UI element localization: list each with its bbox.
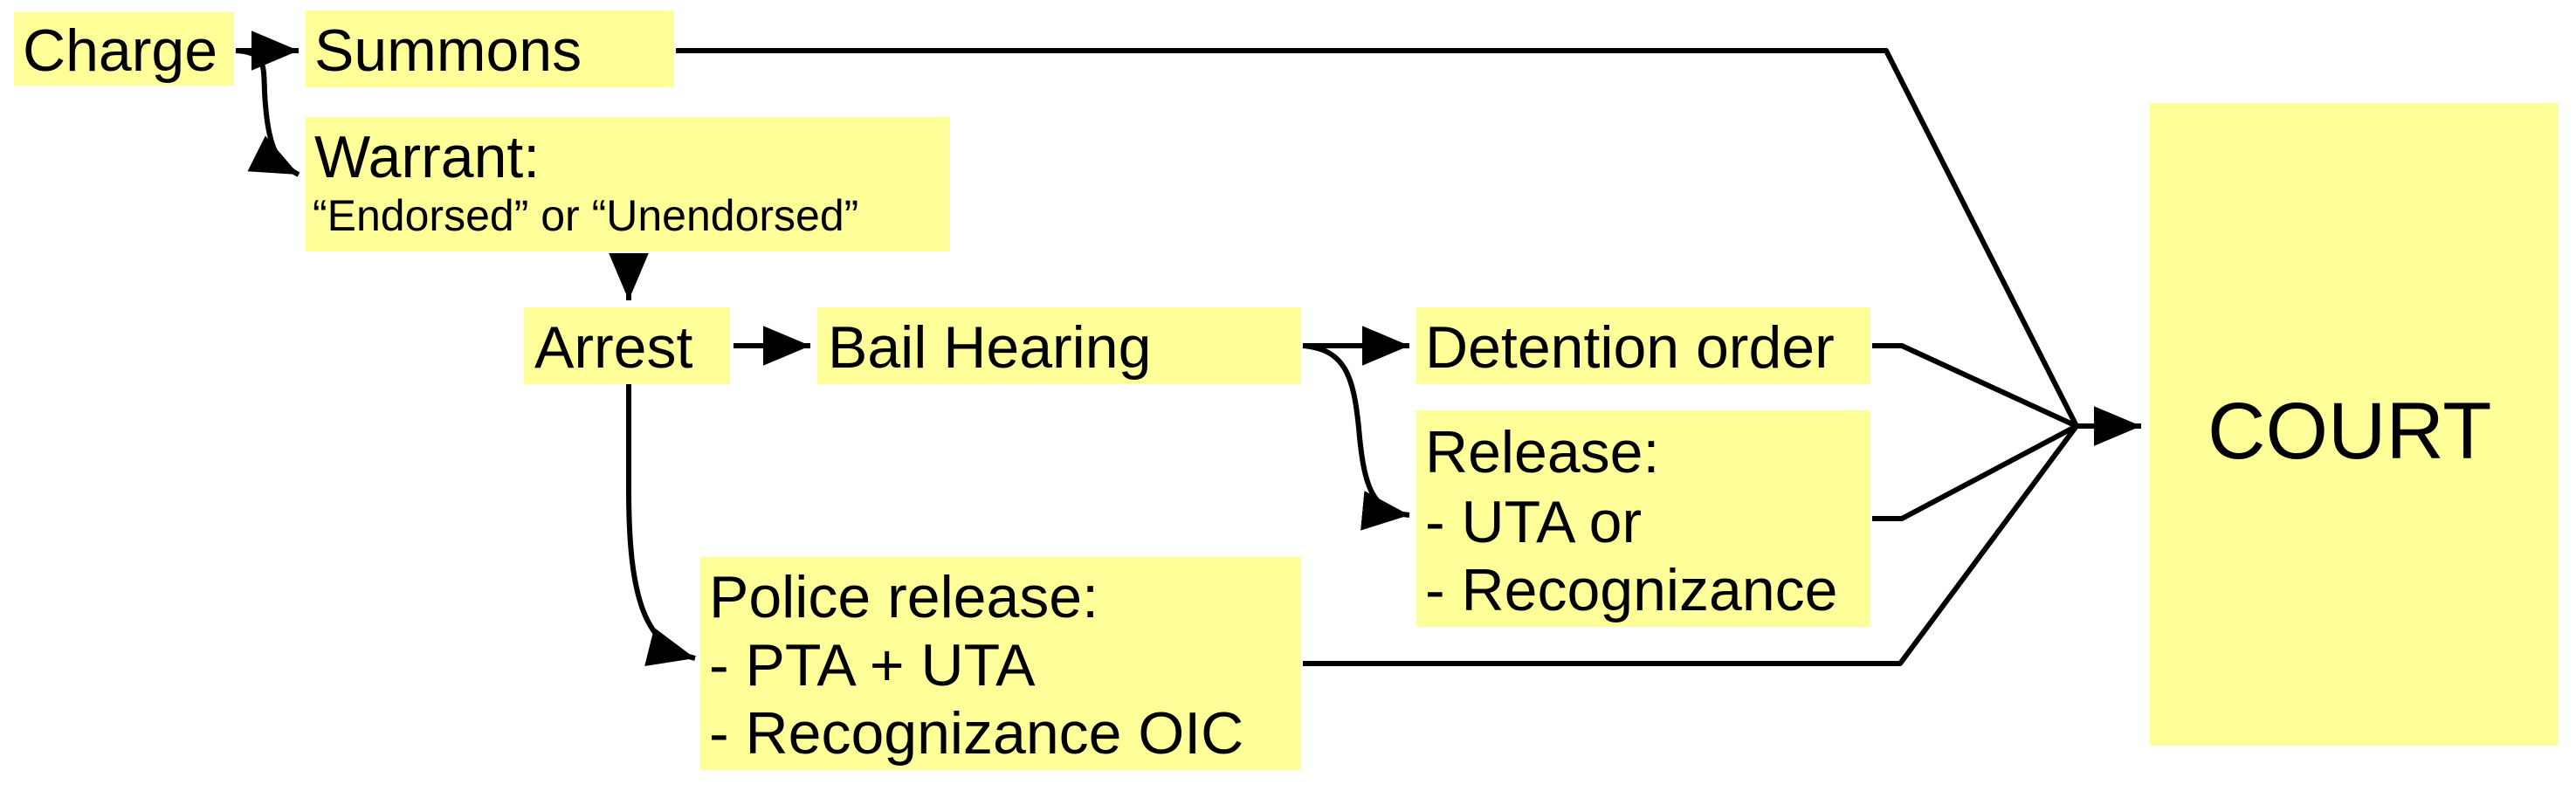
bail-hearing-box: Bail Hearing bbox=[817, 307, 1301, 384]
charge-label: Charge bbox=[23, 17, 218, 84]
arrest-box: Arrest bbox=[524, 307, 730, 384]
release-line1: - UTA or bbox=[1425, 489, 1643, 555]
warrant-subtitle: “Endorsed” or “Unendorsed” bbox=[313, 191, 859, 240]
arrow-charge-warrant bbox=[235, 48, 300, 177]
warrant-title: Warrant: bbox=[314, 124, 541, 190]
police-release-box: Police release: - PTA + UTA - Recognizan… bbox=[700, 557, 1301, 770]
bail-hearing-label: Bail Hearing bbox=[828, 314, 1152, 381]
release-title: Release: bbox=[1425, 419, 1660, 485]
release-line2: - Recognizance bbox=[1425, 557, 1838, 623]
court-label: COURT bbox=[2208, 387, 2492, 476]
charge-box: Charge bbox=[14, 12, 234, 86]
line-police-court bbox=[1303, 424, 2079, 666]
detention-order-label: Detention order bbox=[1425, 314, 1835, 381]
warrant-box: Warrant: “Endorsed” or “Unendorsed” bbox=[306, 117, 950, 251]
police-release-line2: - Recognizance OIC bbox=[709, 700, 1244, 767]
summons-label: Summons bbox=[314, 17, 582, 84]
arrow-arrest-police bbox=[626, 384, 696, 666]
police-release-title: Police release: bbox=[709, 564, 1099, 630]
line-summons-court bbox=[676, 48, 2079, 428]
police-release-line1: - PTA + UTA bbox=[709, 632, 1036, 698]
court-box: COURT bbox=[2150, 103, 2559, 746]
line-detention-court bbox=[1872, 343, 2078, 429]
detention-order-box: Detention order bbox=[1416, 307, 1870, 384]
summons-box: Summons bbox=[306, 10, 674, 87]
arrow-bail-release bbox=[1302, 343, 1410, 531]
line-release-court bbox=[1872, 423, 2078, 521]
release-box: Release: - UTA or - Recognizance bbox=[1416, 410, 1870, 627]
arrest-label: Arrest bbox=[534, 314, 693, 381]
